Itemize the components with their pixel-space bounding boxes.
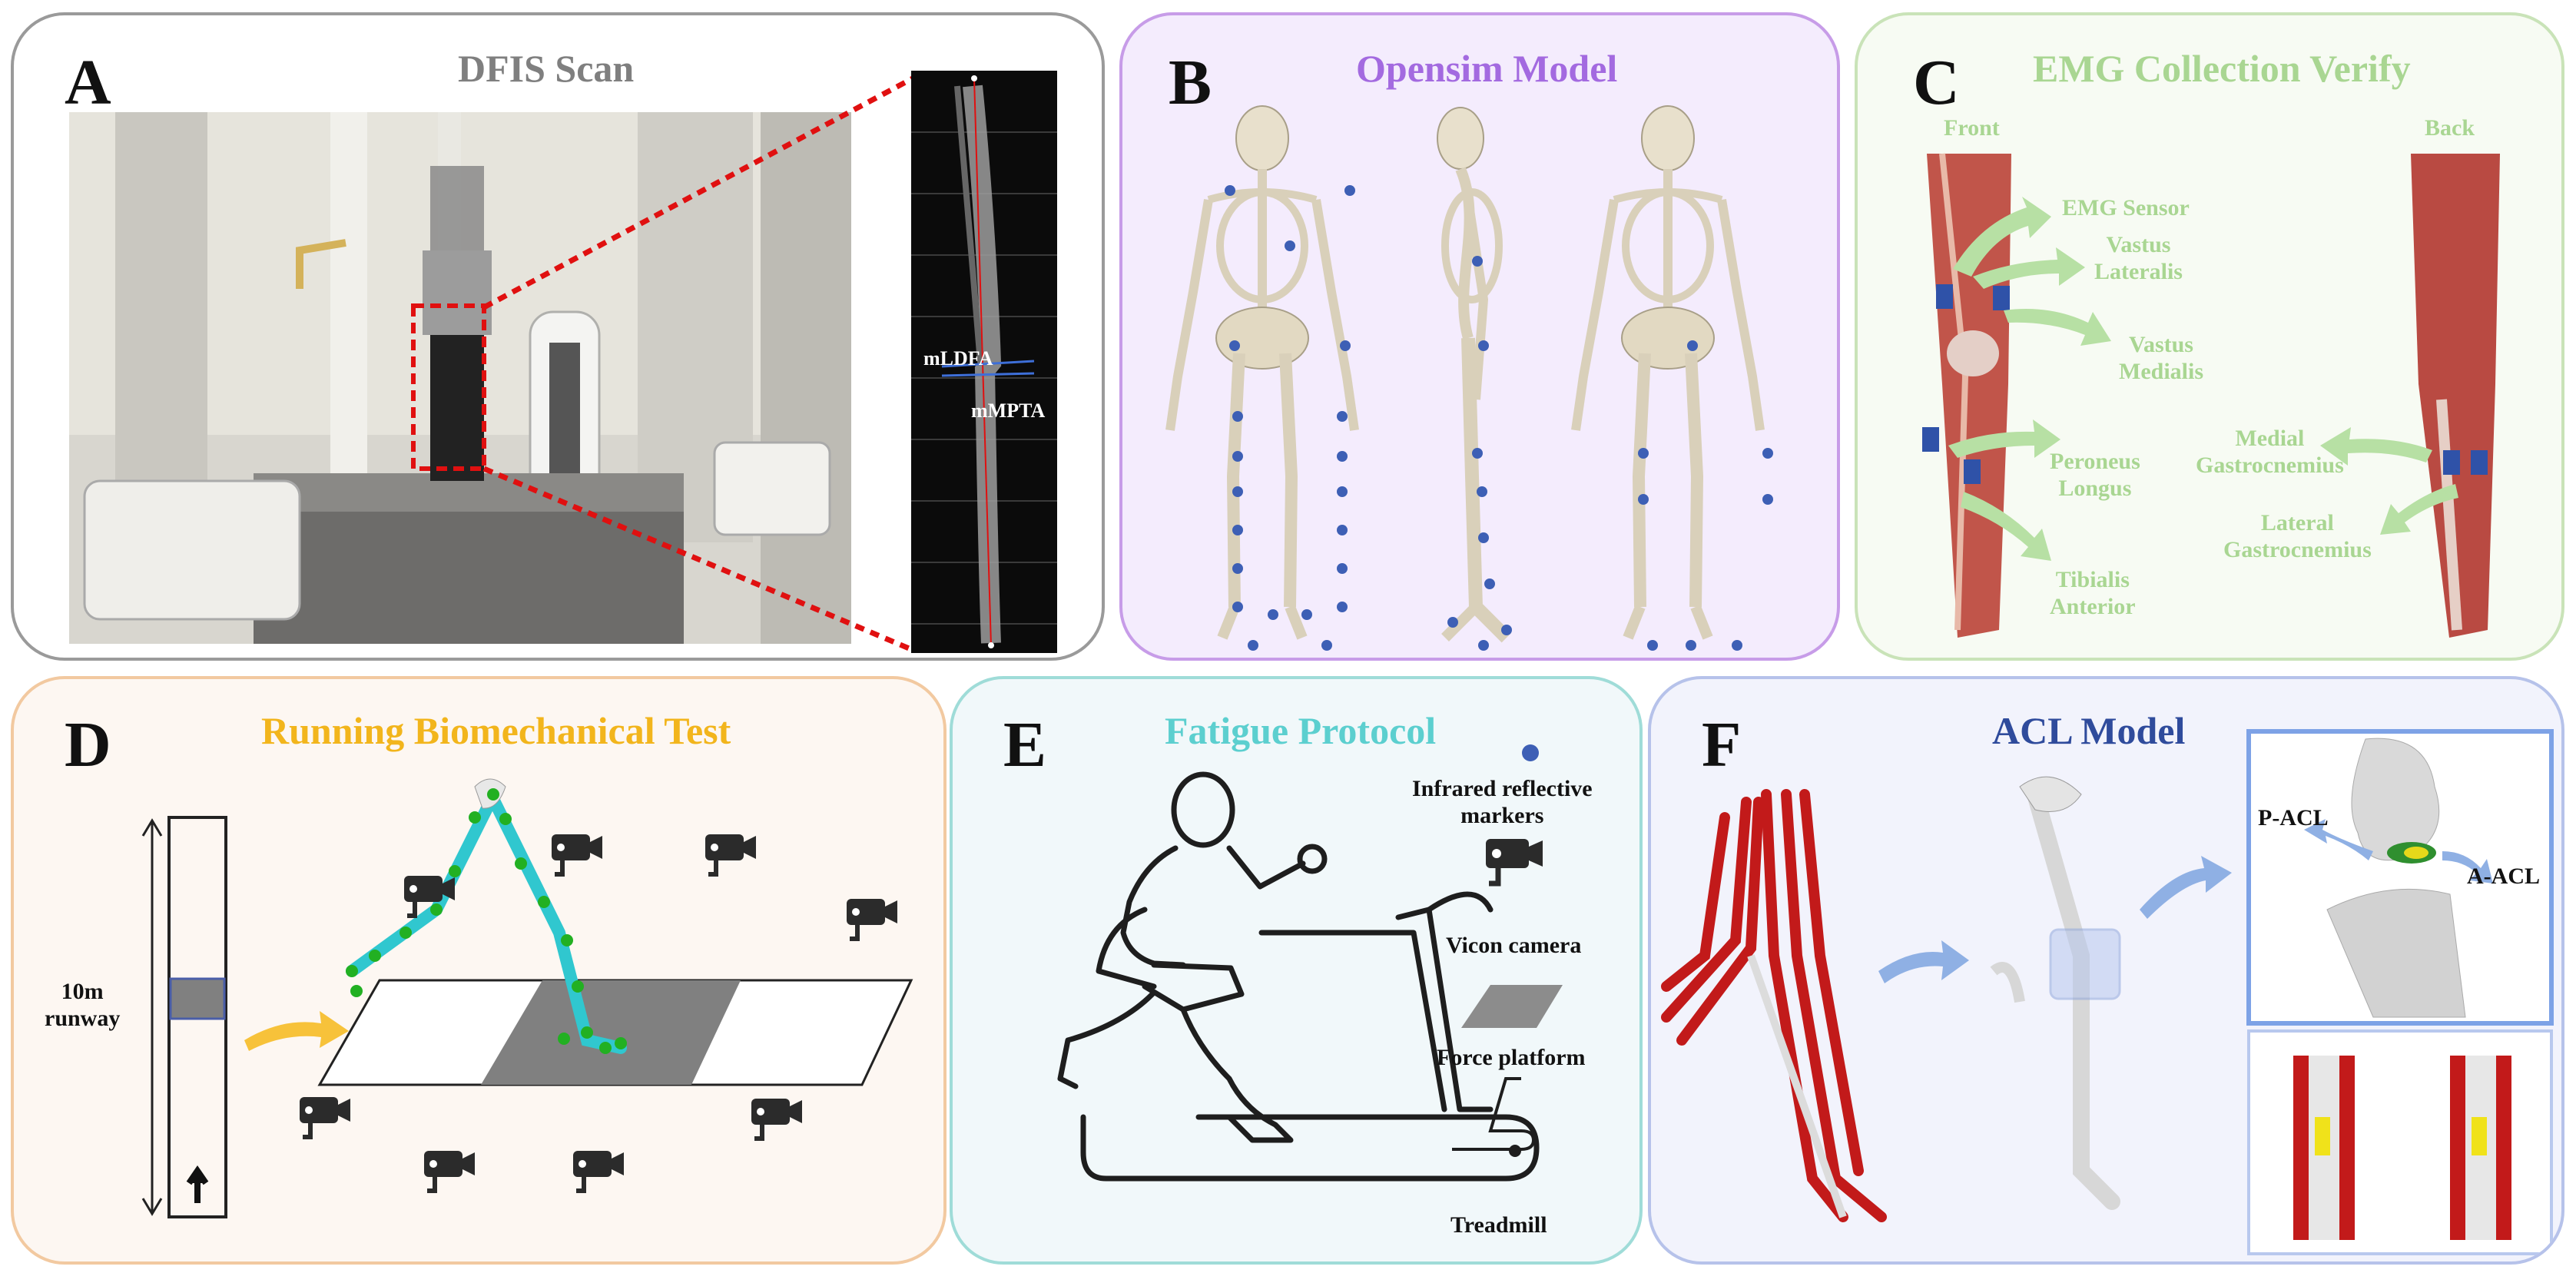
lateral-gastrocnemius-line1: Lateral [2260,510,2334,535]
peroneus-longus-line1: Peroneus [2050,449,2140,474]
panel-c-title: EMG Collection Verify [2033,47,2411,90]
legend-markers-label: Infrared reflective markers [1412,776,1593,829]
legend-treadmill-label: Treadmill [1450,1212,1547,1238]
medial-gastrocnemius-line2: Gastrocnemius [2196,452,2344,478]
panel-f-acl-model: F ACL Model [1648,676,2564,1265]
vastus-medialis-line2: Medialis [2119,358,2203,384]
legend-platform-label: Force platform [1437,1045,1586,1070]
panel-a-title: DFIS Scan [458,47,635,90]
acl-model-illustration [1661,729,2554,1255]
vastus-lateralis-label: Vastus Lateralis [2094,232,2183,285]
lateral-gastrocnemius-label: Lateral Gastrocnemius [2223,510,2372,563]
runway-label: 10m runway [45,979,120,1032]
panel-a-dfis-scan: A DFIS Scan [11,12,1105,661]
panel-e-letter: E [1003,709,1047,781]
peroneus-longus-line2: Longus [2058,475,2132,501]
dfis-room-photo [69,112,851,644]
runway-label-line2: runway [45,1005,121,1031]
tibialis-anterior-label: Tibialis Anterior [2050,567,2136,620]
panel-c-letter: C [1913,47,1960,118]
front-view-label: Front [1944,115,2000,141]
legend-markers-line1: Infrared reflective [1412,776,1593,801]
mldfa-label: mLDFA [923,347,993,370]
panel-f-title: ACL Model [1992,709,2186,752]
peroneus-longus-label: Peroneus Longus [2050,449,2140,502]
tibialis-anterior-line2: Anterior [2050,593,2136,619]
panel-e-title: Fatigue Protocol [1165,709,1437,752]
panel-d-running-test: D Running Biomechanical Test [11,676,947,1265]
legend-markers-line2: markers [1460,802,1544,828]
emg-leg-illustrations [1922,153,2500,638]
lateral-gastrocnemius-line2: Gastrocnemius [2223,536,2372,562]
leg-xray-image [911,71,1057,653]
panel-b-title: Opensim Model [1356,47,1618,90]
back-view-label: Back [2425,115,2475,141]
panel-a-letter: A [65,47,111,118]
medial-gastrocnemius-line1: Medial [2235,426,2305,451]
p-acl-label: P-ACL [2258,805,2329,830]
tibialis-anterior-line1: Tibialis [2055,567,2130,592]
panel-c-emg-collection: C EMG Collection Verify Front Back EMG S… [1855,12,2564,661]
opensim-skeletons [1122,92,1773,651]
vastus-lateralis-line2: Lateralis [2094,258,2183,284]
panel-b-opensim-model: B Opensim Model [1119,12,1840,661]
legend-camera-label: Vicon camera [1446,933,1582,958]
a-acl-label: A-ACL [2467,864,2540,889]
treadmill-runner-illustration [1057,744,1563,1182]
panel-e-fatigue-protocol: E Fatigue Protocol Infrared [950,676,1643,1265]
panel-f-letter: F [1702,709,1742,781]
emg-sensor-label: EMG Sensor [2062,195,2190,220]
vastus-lateralis-line1: Vastus [2106,232,2171,257]
panel-d-title: Running Biomechanical Test [261,709,731,752]
zoom-connector-lines [482,75,914,653]
mmpta-label: mMPTA [971,399,1046,422]
vastus-medialis-line1: Vastus [2129,332,2193,357]
runway-label-line1: 10m [61,979,104,1004]
medial-gastrocnemius-label: Medial Gastrocnemius [2196,426,2344,479]
running-lab-diagram [141,778,913,1218]
vastus-medialis-label: Vastus Medialis [2119,332,2203,385]
panel-d-letter: D [65,709,111,781]
panel-b-letter: B [1169,47,1212,118]
